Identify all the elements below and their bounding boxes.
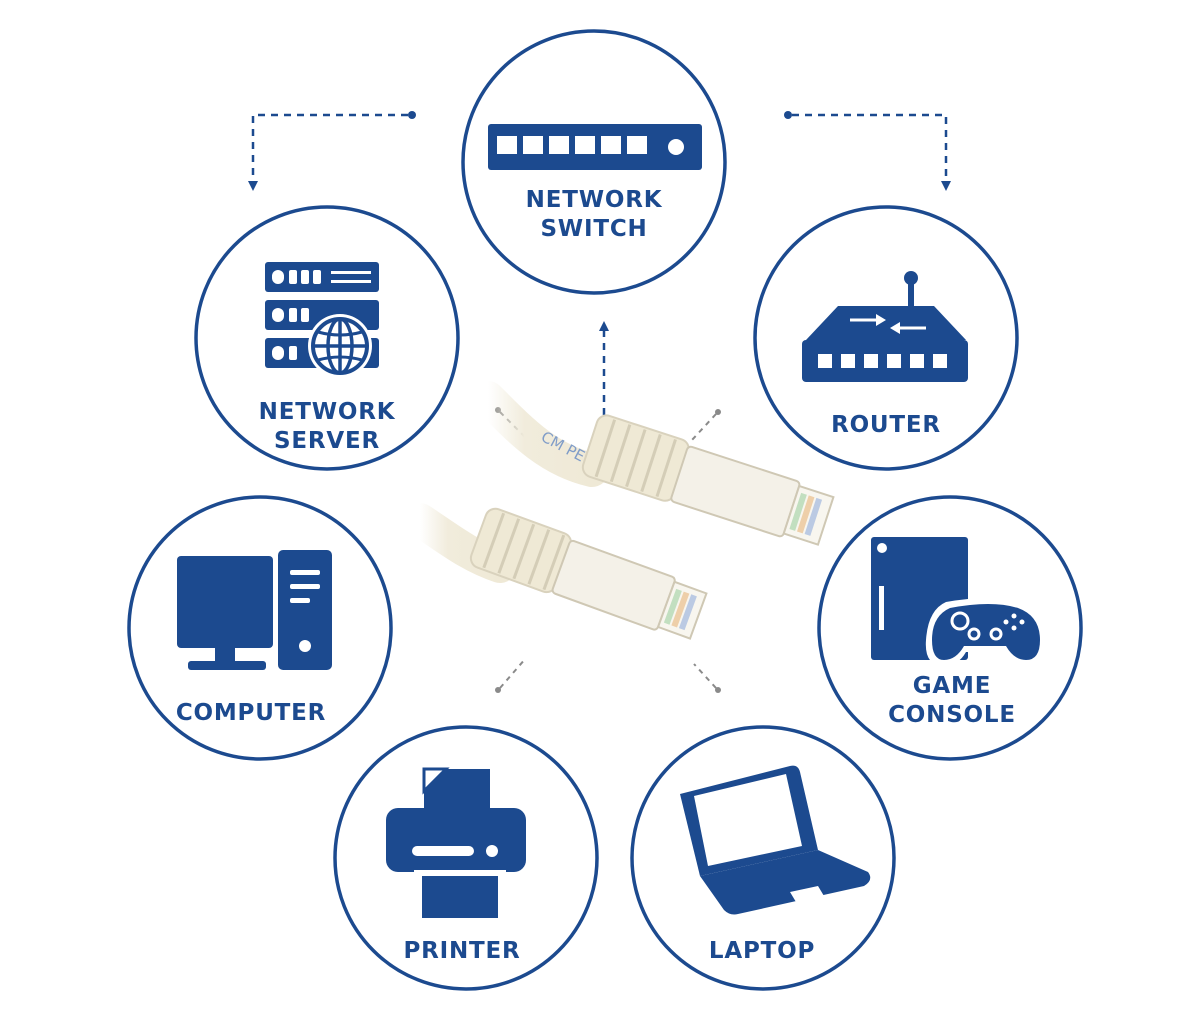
game-console-icon bbox=[871, 537, 1046, 666]
node-game-console: GAME CONSOLE bbox=[817, 495, 1083, 761]
computer-label: COMPUTER bbox=[176, 700, 326, 726]
node-router: ROUTER bbox=[753, 205, 1019, 471]
connector-switch-to-router bbox=[784, 111, 951, 191]
laptop-icon bbox=[680, 765, 871, 915]
server-rack-globe-icon bbox=[265, 262, 379, 378]
connector-switch-to-server bbox=[248, 111, 416, 191]
desktop-computer-icon bbox=[177, 550, 332, 670]
printer-icon bbox=[386, 767, 526, 918]
laptop-label: LAPTOP bbox=[709, 938, 815, 964]
node-printer: PRINTER bbox=[333, 725, 599, 991]
game-console-label-2: CONSOLE bbox=[888, 702, 1016, 728]
ethernet-cable-image: CM PE WO bbox=[403, 381, 835, 640]
connector-cable-to-laptop bbox=[693, 663, 721, 693]
connector-cable-to-router bbox=[691, 409, 721, 441]
router-icon bbox=[802, 271, 968, 382]
node-network-server: NETWORK SERVER bbox=[194, 205, 460, 471]
network-server-label-2: SERVER bbox=[274, 428, 380, 454]
network-switch-icon bbox=[488, 124, 702, 170]
printer-label: PRINTER bbox=[403, 938, 520, 964]
connector-cable-to-printer bbox=[495, 657, 527, 693]
network-server-label-1: NETWORK bbox=[259, 399, 396, 425]
node-computer: COMPUTER bbox=[127, 495, 393, 761]
game-console-label-1: GAME bbox=[913, 673, 991, 699]
node-laptop: LAPTOP bbox=[630, 725, 896, 991]
node-network-switch: NETWORK SWITCH bbox=[461, 29, 727, 295]
network-switch-label-2: SWITCH bbox=[540, 216, 647, 242]
network-switch-label-1: NETWORK bbox=[526, 187, 663, 213]
router-label: ROUTER bbox=[831, 412, 941, 438]
